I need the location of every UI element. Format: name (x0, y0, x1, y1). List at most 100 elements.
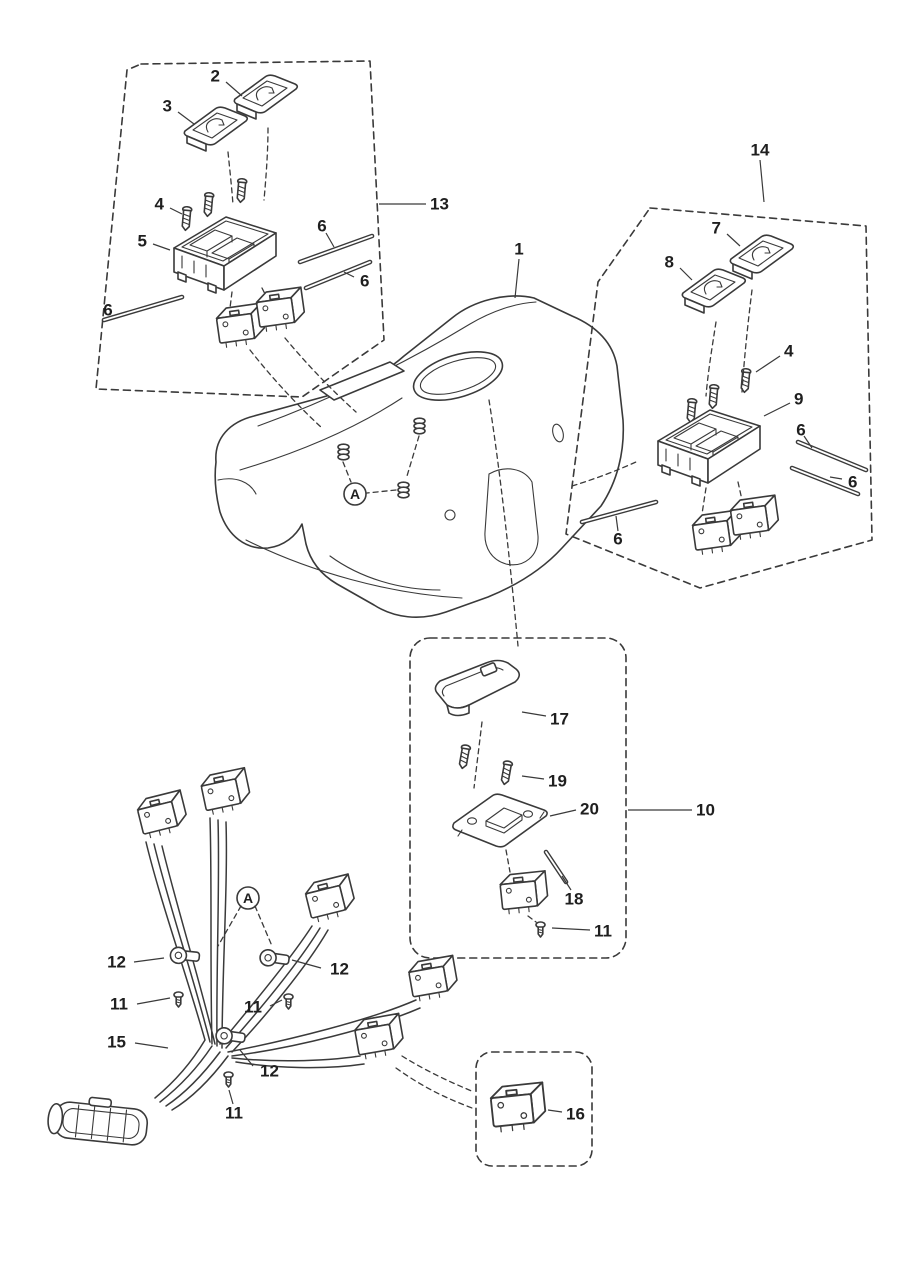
part-11-bolt (535, 921, 546, 938)
harness-wires (145, 817, 421, 1111)
part-4-screw (180, 205, 193, 232)
part-8-switch-cap (681, 268, 747, 314)
callout-11: 11 (225, 1104, 243, 1123)
callout-11: 11 (110, 995, 128, 1014)
group-10-internal-dashes (473, 721, 537, 923)
leader-9 (763, 402, 791, 417)
console-side-slot (552, 423, 564, 443)
group-13-to-body-dashes (249, 337, 357, 429)
leader-12 (133, 957, 165, 963)
microswitch (198, 766, 254, 817)
callout-6: 6 (848, 473, 857, 492)
leader-11 (136, 997, 171, 1005)
part-4-screw (707, 383, 720, 410)
callout-11: 11 (244, 998, 262, 1017)
callout-2: 2 (211, 67, 220, 86)
spring (413, 417, 426, 435)
console-small-hole (444, 509, 456, 521)
part-17-rocker-knob (434, 659, 521, 717)
group-13-boundary (95, 60, 385, 398)
part-5-switch-housing (173, 216, 277, 294)
callout-8: 8 (665, 253, 674, 272)
part-6-rod (297, 233, 375, 265)
leader-1 (514, 258, 520, 299)
detail-marker-a-body: A (343, 482, 367, 506)
callout-12: 12 (330, 960, 349, 979)
leader-17 (521, 711, 547, 717)
console-top-ridge-line (257, 301, 537, 427)
part-6-rod (789, 465, 861, 497)
callout-6: 6 (317, 217, 326, 236)
console-lower-contour-line (245, 539, 463, 599)
callout-19: 19 (548, 772, 567, 791)
part-6-rod (795, 439, 869, 473)
callout-4: 4 (784, 342, 794, 361)
microswitch (406, 954, 461, 1003)
leader-6 (325, 232, 335, 248)
part-12-clamp (258, 946, 292, 969)
part-4-screw (202, 191, 215, 218)
spring (337, 443, 350, 461)
part-11-bolt (283, 993, 294, 1010)
part-4-screw (235, 177, 248, 204)
group-10: 17 19 20 18 11 (409, 637, 627, 959)
part-2-switch-cap (233, 74, 299, 120)
part-6-rod (579, 499, 659, 525)
leader-6 (615, 515, 619, 532)
part-19-screw (499, 759, 514, 786)
leader-15 (134, 1042, 169, 1049)
leader-2 (225, 81, 243, 97)
harness-connector (45, 1092, 151, 1148)
group-10-boundary (409, 637, 627, 959)
callout-6: 6 (613, 530, 622, 549)
part-11-bolt (173, 991, 184, 1008)
console-bumper-line (217, 478, 257, 495)
leader-18 (561, 875, 572, 891)
leader-16 (547, 1109, 563, 1113)
callout-12: 12 (260, 1062, 279, 1081)
spring (397, 481, 410, 499)
part-1-console-body: A 1 (214, 240, 625, 647)
leader-6 (803, 435, 813, 449)
leader-7 (726, 233, 741, 247)
console-bottom-wave-line (329, 555, 441, 591)
part-3-switch-cap (183, 106, 249, 152)
callout-6: 6 (360, 272, 369, 291)
leader-3 (177, 111, 195, 125)
detail-a-label: A (243, 890, 253, 906)
leader-14 (759, 159, 765, 203)
part-7-switch-cap (729, 234, 795, 280)
leader-4 (169, 207, 183, 215)
callout-5: 5 (138, 232, 147, 251)
console-top-opening (412, 351, 504, 401)
console-arm-cutout (484, 468, 539, 566)
callout-13: 13 (430, 195, 449, 214)
leader-5 (152, 243, 171, 251)
callout-6: 6 (103, 301, 112, 320)
group-16-boundary (475, 1051, 593, 1167)
leader-6 (343, 271, 355, 278)
part-9-switch-housing (657, 409, 761, 487)
callout-9: 9 (794, 390, 803, 409)
detail-a-dashes (217, 905, 273, 947)
callout-18: 18 (565, 890, 584, 909)
console-mid-contour-line (239, 397, 403, 471)
leader-8 (679, 267, 693, 281)
part-15-wiring-harness: A 12 11 12 11 15 12 11 (45, 766, 475, 1148)
callout-12: 12 (107, 953, 126, 972)
part-16-microswitch (488, 1081, 548, 1134)
callout-10: 10 (696, 801, 715, 820)
callout-4: 4 (155, 195, 165, 214)
microswitch (302, 873, 359, 924)
leader-11 (228, 1089, 234, 1105)
callout-3: 3 (163, 97, 172, 116)
microswitch (134, 789, 191, 840)
callout-20: 20 (580, 800, 599, 819)
part-11-bolt (223, 1071, 234, 1088)
leader-20 (549, 809, 577, 817)
spring-link-dashes (342, 435, 420, 494)
part-19-screw (457, 743, 472, 770)
group-14: 7 8 4 9 6 6 6 (565, 207, 873, 589)
